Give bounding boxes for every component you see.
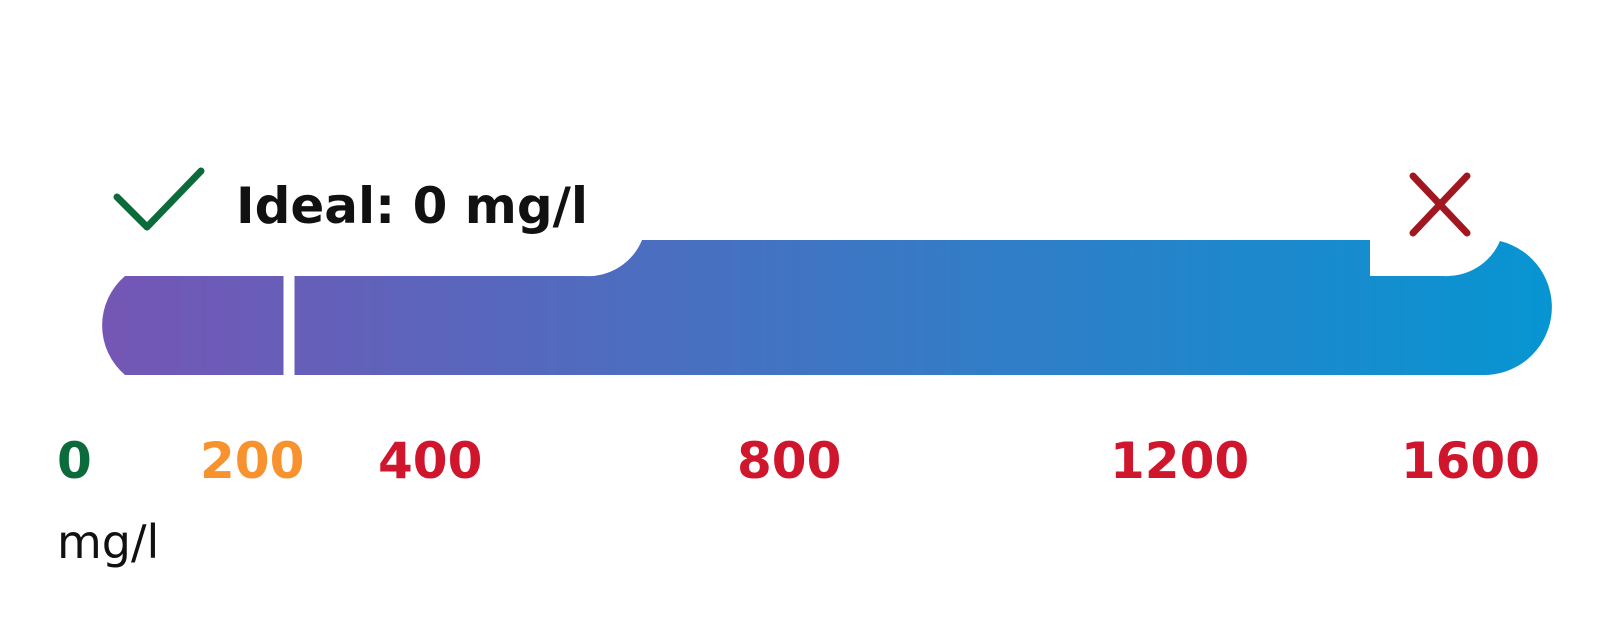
tick-label-400: 400 [378,432,482,490]
tick-label-1200: 1200 [1110,432,1249,490]
tick-label-800: 800 [737,432,841,490]
x-icon [1409,172,1471,237]
gauge-divider [283,270,295,380]
tick-label-0: 0 [57,432,92,490]
tick-label-200: 200 [200,432,304,490]
gauge-bar [102,240,1552,376]
tick-labels: 0 200 400 800 1200 1600 [57,432,1540,490]
unit-label: mg/l [57,515,159,569]
ideal-label: Ideal: 0 mg/l [236,177,588,235]
check-icon [113,167,205,231]
tick-label-1600: 1600 [1401,432,1540,490]
